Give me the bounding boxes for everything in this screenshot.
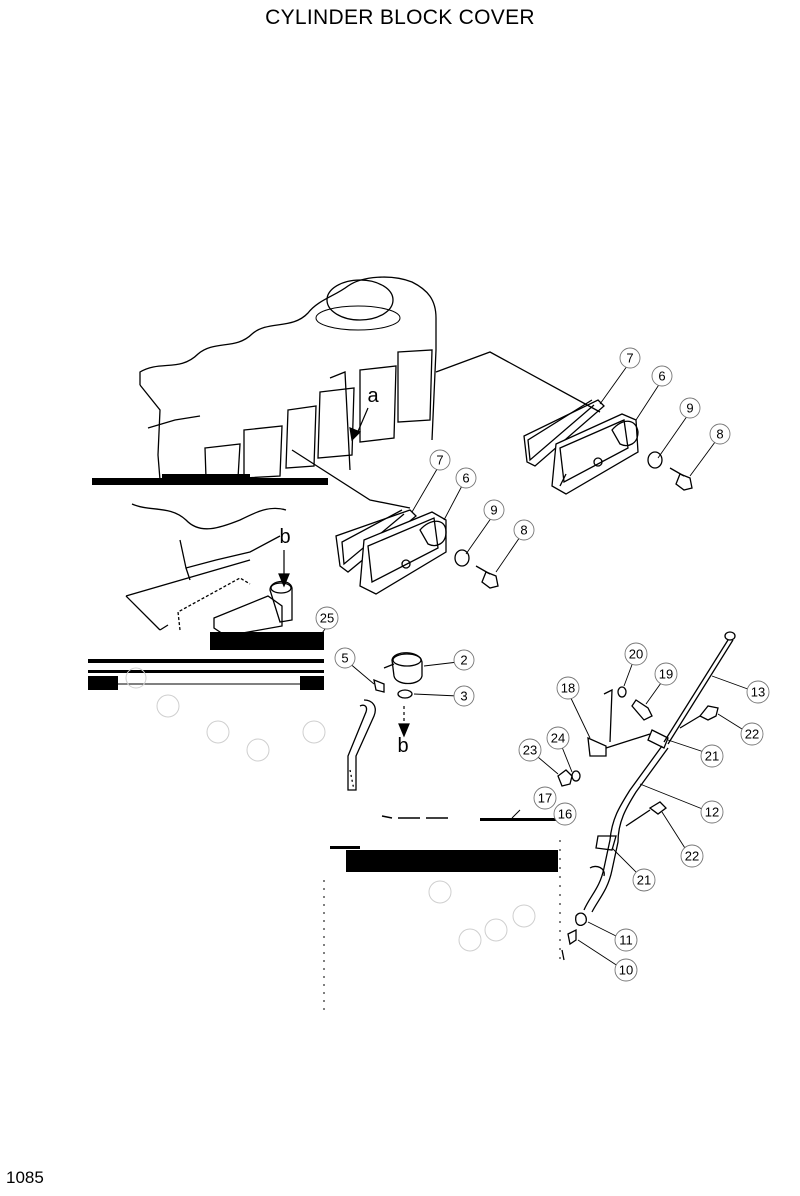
svg-text:9: 9 (490, 503, 497, 518)
part-callouts: 7 6 9 8 7 6 9 8 25 5 2 3 20 19 18 13 22 … (315, 347, 770, 982)
callout-22-upper: 22 (740, 722, 764, 746)
svg-text:5: 5 (341, 651, 348, 666)
callout-21-lower: 21 (632, 868, 656, 892)
callout-25: 25 (315, 606, 339, 630)
svg-text:18: 18 (561, 681, 575, 696)
svg-text:13: 13 (751, 685, 765, 700)
lower-cover-assembly (335, 509, 499, 595)
callout-10: 10 (614, 958, 638, 982)
svg-text:24: 24 (551, 731, 565, 746)
svg-text:21: 21 (637, 873, 651, 888)
svg-text:25: 25 (320, 611, 334, 626)
callout-8-lower: 8 (513, 519, 535, 541)
svg-text:10: 10 (619, 963, 633, 978)
svg-text:3: 3 (460, 689, 467, 704)
callout-9-lower: 9 (483, 499, 505, 521)
printed-bars (88, 474, 558, 872)
svg-text:11: 11 (619, 933, 633, 948)
callout-6-upper: 6 (651, 365, 673, 387)
svg-text:9: 9 (686, 401, 693, 416)
callout-21-upper: 21 (700, 744, 724, 768)
svg-text:7: 7 (436, 453, 443, 468)
svg-text:17: 17 (538, 791, 552, 806)
dipstick-assembly (557, 631, 736, 961)
faint-circles (125, 667, 536, 952)
callout-6-lower: 6 (455, 467, 477, 489)
svg-text:20: 20 (629, 647, 643, 662)
callout-7-upper: 7 (619, 347, 641, 369)
callout-17: 17 (533, 786, 557, 810)
callout-5: 5 (334, 647, 356, 669)
svg-text:12: 12 (705, 805, 719, 820)
callout-20: 20 (624, 642, 648, 666)
callout-16: 16 (553, 802, 577, 826)
callout-24: 24 (546, 726, 570, 750)
callout-22-lower: 22 (680, 844, 704, 868)
svg-text:23: 23 (523, 743, 537, 758)
reference-letters: a b b (279, 385, 408, 757)
ref-a: a (367, 385, 379, 407)
ref-b-upper: b (279, 526, 290, 548)
breather-elbow (213, 580, 293, 637)
callout-23: 23 (518, 738, 542, 762)
callout-18: 18 (556, 676, 580, 700)
callout-13: 13 (746, 680, 770, 704)
svg-text:22: 22 (745, 727, 759, 742)
page-number: 1085 (6, 1168, 44, 1187)
upper-cover-assembly (523, 399, 693, 495)
ref-b-lower: b (397, 735, 408, 757)
callout-9-upper: 9 (679, 397, 701, 419)
svg-text:22: 22 (685, 849, 699, 864)
scan-marks (118, 683, 561, 1016)
svg-text:8: 8 (716, 427, 723, 442)
svg-text:7: 7 (626, 351, 633, 366)
svg-text:8: 8 (520, 523, 527, 538)
svg-text:6: 6 (658, 369, 665, 384)
callout-12: 12 (700, 800, 724, 824)
callout-2: 2 (453, 649, 475, 671)
filler-cap-assembly (347, 652, 423, 791)
svg-text:2: 2 (460, 653, 467, 668)
svg-text:16: 16 (558, 807, 572, 822)
cylinder-block-drawing (125, 276, 601, 631)
svg-text:19: 19 (659, 667, 673, 682)
callout-3: 3 (453, 685, 475, 707)
callout-8-upper: 8 (709, 423, 731, 445)
reference-arrows (278, 407, 410, 738)
svg-text:21: 21 (705, 749, 719, 764)
callout-19: 19 (654, 662, 678, 686)
callout-7-lower: 7 (429, 449, 451, 471)
page-title: CYLINDER BLOCK COVER (265, 6, 535, 29)
svg-text:6: 6 (462, 471, 469, 486)
callout-11: 11 (614, 928, 638, 952)
